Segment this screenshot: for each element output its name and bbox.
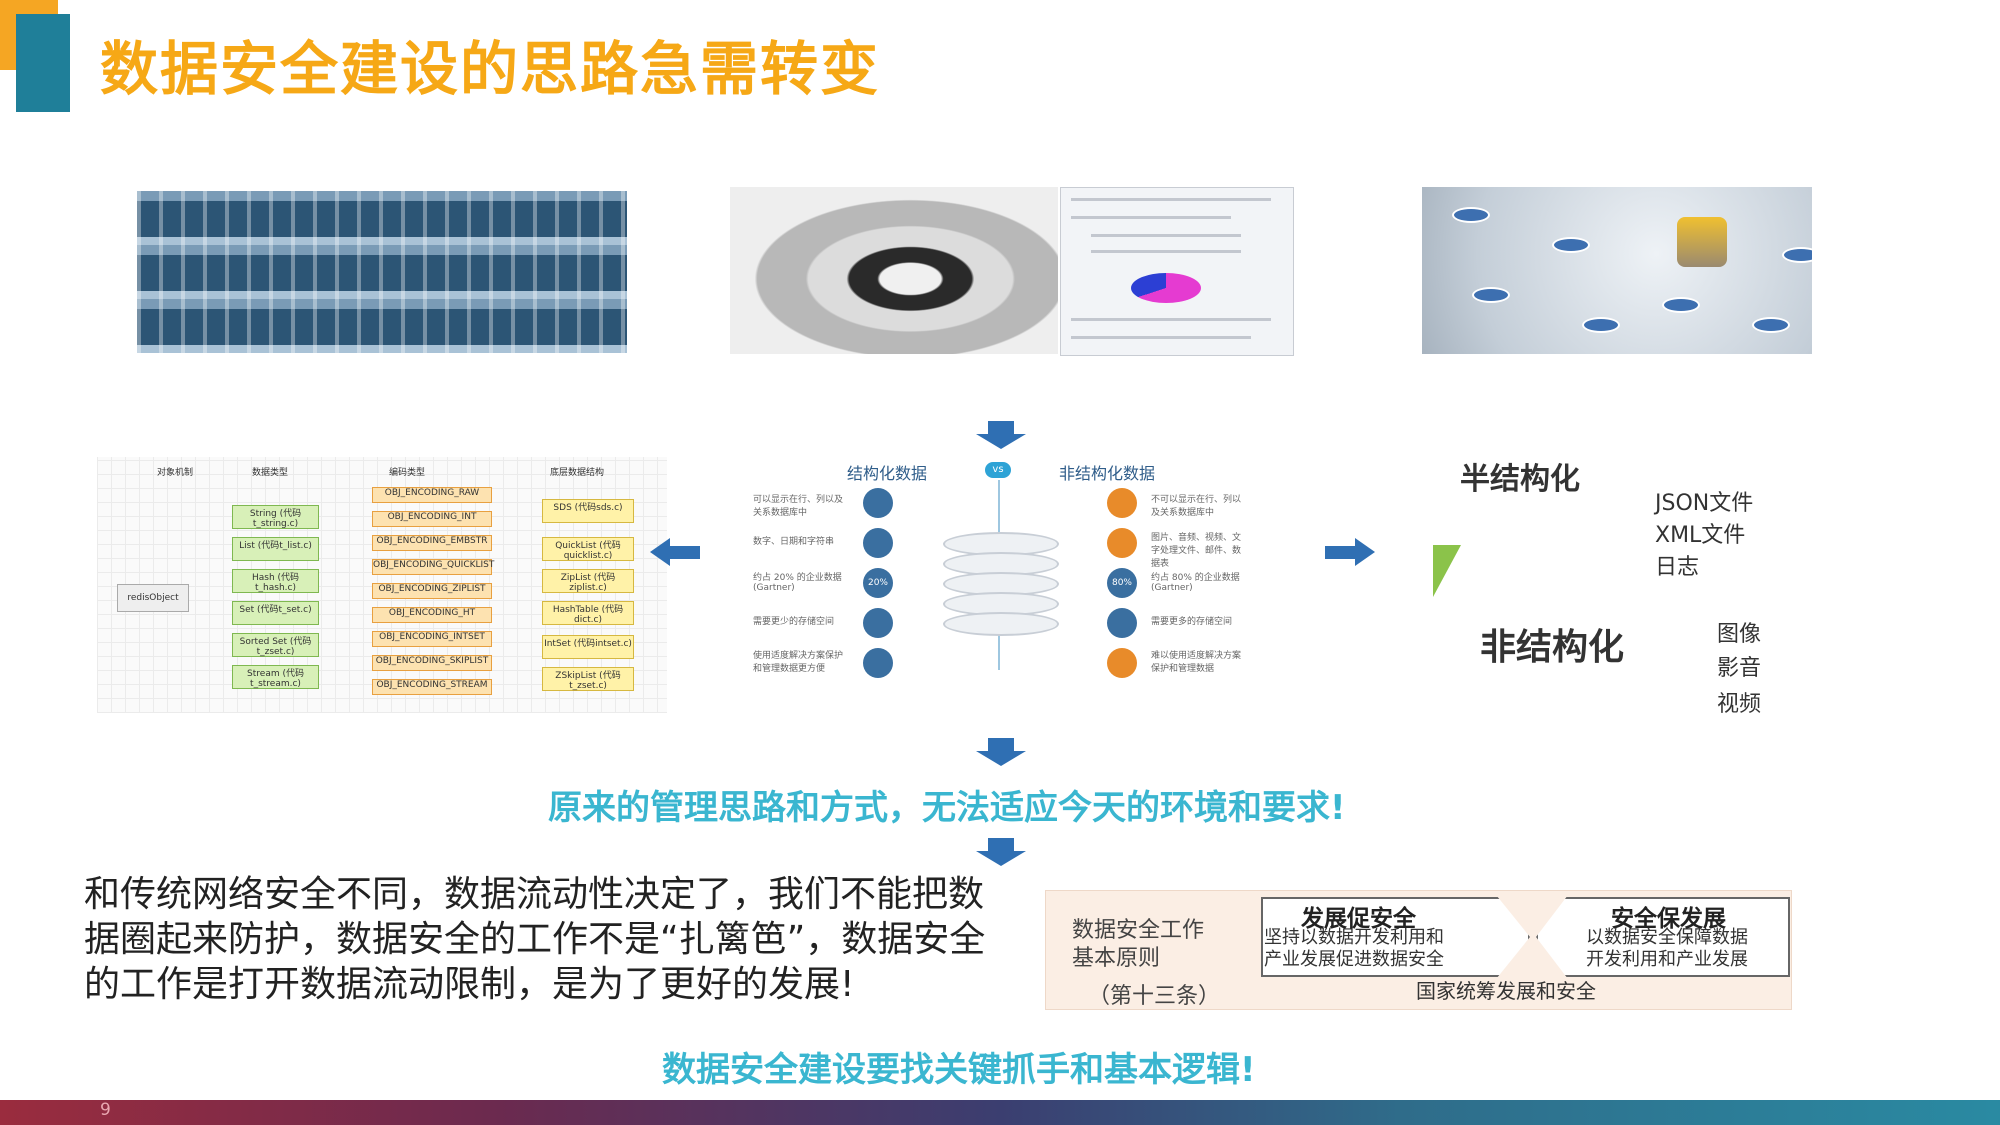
hard-disk-image	[730, 187, 1058, 354]
structured-title: 结构化数据	[847, 464, 928, 483]
network-database-image	[1422, 187, 1812, 354]
page-number: 9	[100, 1100, 111, 1120]
unstructured-title-large: 非结构化	[1480, 627, 1625, 668]
security-ensures-development-chevron	[1536, 897, 1790, 977]
disk-usage-pie-icon	[1131, 273, 1201, 303]
vs-badge: vs	[985, 462, 1011, 478]
title-accent-bar	[16, 14, 70, 112]
principle-article: （第十三条）	[1088, 984, 1221, 1009]
arrow-left-icon	[650, 538, 702, 566]
statement-key-logic: 数据安全建设要找关键抓手和基本逻辑!	[662, 1050, 1256, 1090]
data-classification-image: 半结构化 JSON文件 XML文件 日志 非结构化 图像 影音 视频	[1425, 450, 1845, 716]
bookshelf-archive-image	[137, 191, 627, 353]
security-ensures-development-title: 安全保发展	[1611, 906, 1726, 932]
data-security-principle-diagram: 数据安全工作 基本原则 （第十三条） 发展促安全 坚持以数据开发利用和 产业发展…	[1045, 890, 1792, 1010]
page-title: 数据安全建设的思路急需转变	[100, 35, 881, 103]
principle-label-line2: 基本原则	[1072, 946, 1161, 971]
statement-old-approach: 原来的管理思路和方式，无法适应今天的环境和要求!	[548, 788, 1346, 828]
principle-label: 数据安全工作	[1072, 918, 1205, 943]
principle-bottom-label: 国家统筹发展和安全	[1416, 979, 1596, 1003]
redis-structure-flowchart: 对象机制 数据类型 编码类型 底层数据结构 redisObject String…	[97, 457, 667, 713]
body-paragraph: 和传统网络安全不同，数据流动性决定了，我们不能把数据圈起来防护，数据安全的工作不…	[84, 874, 986, 1005]
unstructured-title: 非结构化数据	[1059, 464, 1156, 483]
arrow-right-icon	[1325, 538, 1377, 566]
development-promotes-security-chevron	[1261, 897, 1530, 977]
structured-vs-unstructured-image: 结构化数据 vs 非结构化数据 20% 可以显示在行、列以及关系数据库中 数字、…	[723, 450, 1275, 680]
semi-structured-title: 半结构化	[1460, 462, 1580, 497]
development-promotes-security-title: 发展促安全	[1301, 906, 1416, 932]
footer-gradient-strip	[0, 1100, 2000, 1125]
disk-properties-screenshot	[1060, 187, 1294, 356]
database-icon	[1677, 217, 1727, 267]
